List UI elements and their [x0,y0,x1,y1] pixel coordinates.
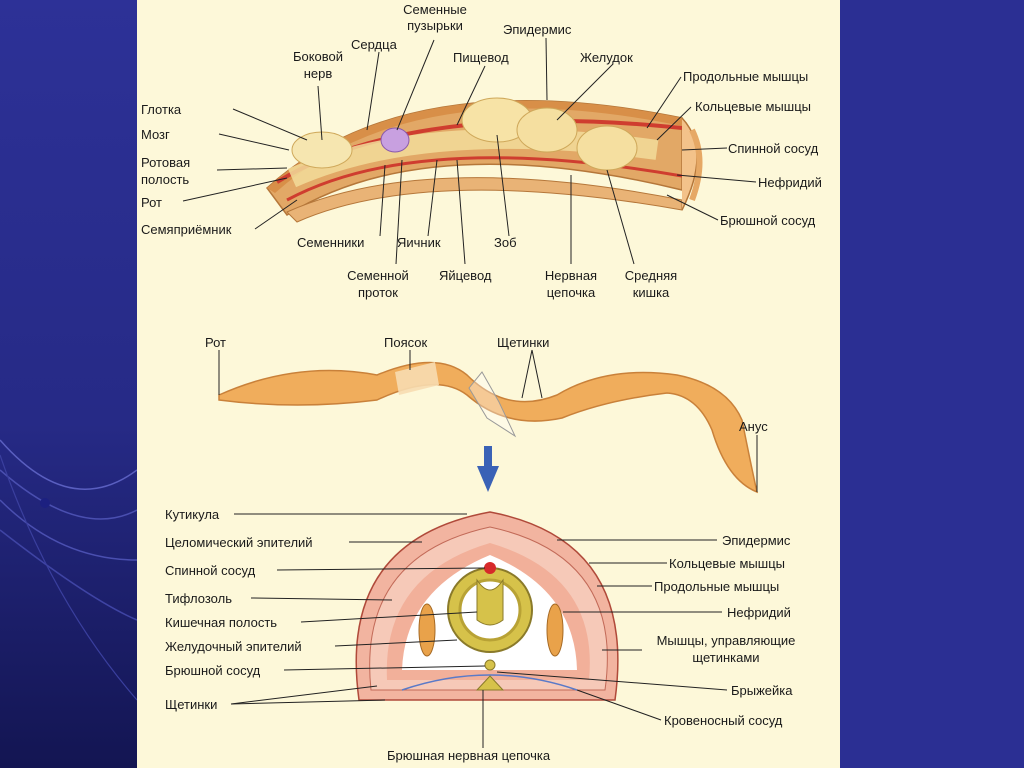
label-esophagus: Пищевод [453,50,509,65]
label-sperm-duct-2: проток [338,285,418,300]
label-circular-muscles-top: Кольцевые мышцы [695,99,811,114]
label-seminal-vesicles-1: Семенные [399,2,471,17]
label-dorsal-vessel-section: Спинной сосуд [165,563,255,578]
label-coelomic-epithelium: Целомический эпителий [165,535,313,550]
label-lateral-nerve-2: нерв [287,66,349,81]
label-brain: Мозг [141,127,170,142]
label-typhlosole: Тифлозоль [165,591,232,606]
label-mouth-worm: Рот [205,335,226,350]
label-dorsal-vessel-top: Спинной сосуд [728,141,818,156]
label-testes: Семенники [297,235,364,250]
label-blood-vessel: Кровеносный сосуд [664,713,782,728]
label-setal-muscles-2: щетинками [642,650,810,665]
label-oral-cavity-2: полость [141,172,189,187]
slide-right-panel [840,0,1024,768]
label-ovary: Яичник [397,235,441,250]
label-spermatheca: Семяприёмник [141,222,231,237]
decorative-swoosh [0,0,137,768]
longitudinal-section [267,98,700,222]
label-ventral-nerve-cord: Брюшная нервная цепочка [387,748,550,763]
label-longitudinal-muscles-section: Продольные мышцы [654,579,779,594]
label-intestinal-cavity: Кишечная полость [165,615,277,630]
down-arrow-icon [477,446,499,492]
label-nephridium-section: Нефридий [727,605,791,620]
label-epidermis-section: Эпидермис [722,533,790,548]
diagram-sheet: Глотка Мозг Ротовая полость Рот Семяприё… [137,0,840,768]
label-oviduct: Яйцевод [439,268,491,283]
label-gastric-epithelium: Желудочный эпителий [165,639,302,654]
label-pharynx: Глотка [141,102,181,117]
label-oral-cavity-1: Ротовая [141,155,190,170]
label-midgut-2: кишка [619,285,683,300]
label-mouth-top: Рот [141,195,162,210]
label-nephridium-top: Нефридий [758,175,822,190]
label-setae-worm: Щетинки [497,335,549,350]
label-stomach: Желудок [580,50,633,65]
label-ventral-vessel-section: Брюшной сосуд [165,663,260,678]
label-lateral-nerve-1: Боковой [287,49,349,64]
label-mesentery: Брыжейка [731,683,793,698]
label-setae-section: Щетинки [165,697,217,712]
label-seminal-vesicles-2: пузырьки [399,18,471,33]
label-circular-muscles-section: Кольцевые мышцы [669,556,785,571]
label-hearts: Сердца [351,37,397,52]
slide-left-panel [0,0,137,768]
label-sperm-duct-1: Семенной [338,268,418,283]
label-clitellum: Поясок [384,335,427,350]
label-longitudinal-muscles-top: Продольные мышцы [683,69,808,84]
label-anus: Анус [739,419,768,434]
label-nerve-cord-top-2: цепочка [534,285,608,300]
label-nerve-cord-top-1: Нервная [534,268,608,283]
label-epidermis-top: Эпидермис [503,22,571,37]
label-midgut-1: Средняя [619,268,683,283]
label-ventral-vessel-top: Брюшной сосуд [720,213,815,228]
label-crop: Зоб [494,235,517,250]
label-cuticle: Кутикула [165,507,219,522]
label-setal-muscles-1: Мышцы, управляющие [642,633,810,648]
